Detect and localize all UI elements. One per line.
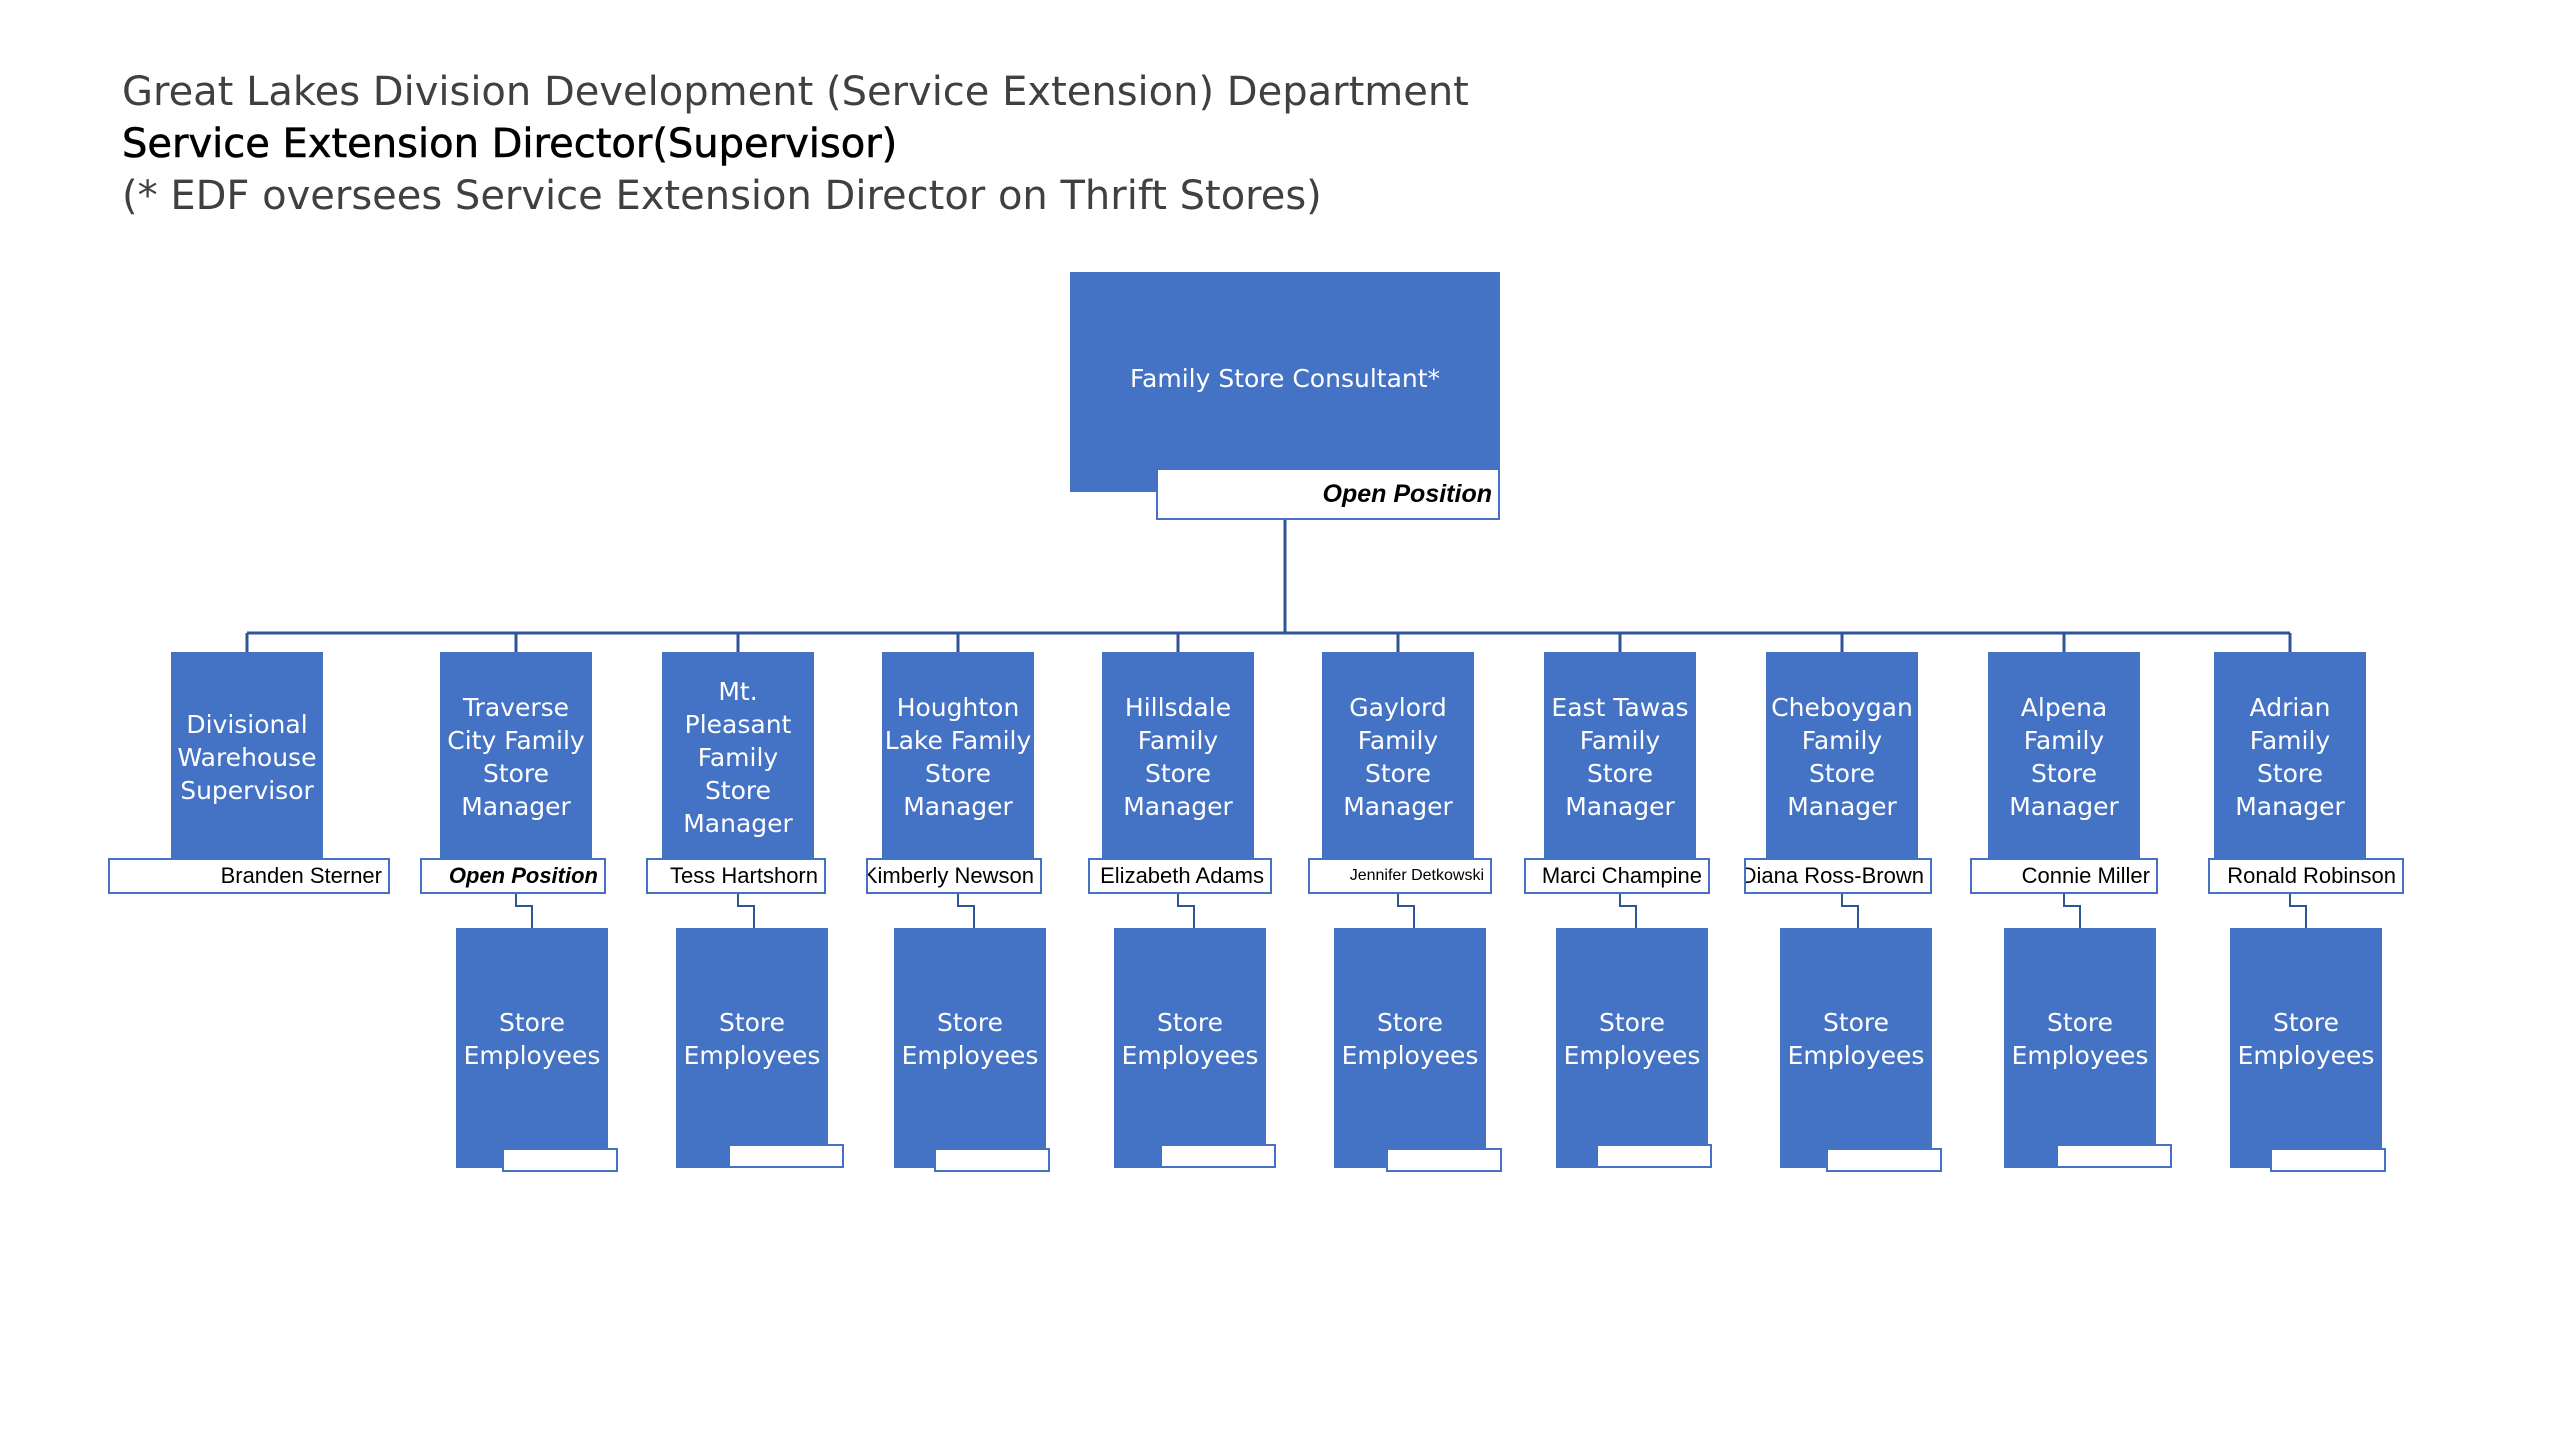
manager-title: Mt. Pleasant Family Store Manager bbox=[683, 676, 793, 838]
employee-connector bbox=[1841, 894, 1859, 928]
family-store-consultant-name: Open Position bbox=[1322, 479, 1492, 508]
manager-name: Elizabeth Adams bbox=[1100, 863, 1264, 888]
manager-name: Connie Miller bbox=[2021, 863, 2150, 888]
store-employees-nametag bbox=[1160, 1144, 1276, 1168]
manager-box: Traverse City Family Store Manager bbox=[440, 652, 592, 862]
store-employees-label: Store Employees bbox=[683, 1008, 821, 1070]
manager-nametag: Open Position bbox=[420, 858, 606, 894]
manager-box: East Tawas Family Store Manager bbox=[1544, 652, 1696, 862]
manager-box: Cheboygan Family Store Manager bbox=[1766, 652, 1918, 862]
employee-connector bbox=[957, 894, 975, 928]
store-employees-label: Store Employees bbox=[1121, 1008, 1259, 1070]
manager-nametag: Diana Ross-Brown bbox=[1744, 858, 1932, 894]
store-employees-box: Store Employees bbox=[894, 928, 1046, 1168]
manager-title: Hillsdale Family Store Manager bbox=[1123, 693, 1233, 821]
store-employees-label: Store Employees bbox=[463, 1008, 601, 1070]
employee-connector bbox=[515, 894, 533, 928]
manager-nametag: Ronald Robinson bbox=[2208, 858, 2404, 894]
manager-box: Alpena Family Store Manager bbox=[1988, 652, 2140, 862]
manager-name: Branden Sterner bbox=[220, 863, 382, 888]
manager-name: Ronald Robinson bbox=[2227, 863, 2396, 888]
manager-title: Traverse City Family Store Manager bbox=[447, 693, 585, 821]
manager-box: Gaylord Family Store Manager bbox=[1322, 652, 1474, 862]
employee-connector bbox=[1397, 894, 1415, 928]
store-employees-box: Store Employees bbox=[2004, 928, 2156, 1168]
manager-nametag: Elizabeth Adams bbox=[1088, 858, 1272, 894]
store-employees-label: Store Employees bbox=[1563, 1008, 1701, 1070]
manager-name: Marci Champine bbox=[1541, 863, 1702, 888]
director-title: Service Extension Director(Supervisor) bbox=[122, 121, 898, 168]
manager-name: Jennifer Detkowski bbox=[1349, 867, 1484, 884]
manager-name: Tess Hartshorn bbox=[670, 863, 818, 888]
store-employees-nametag bbox=[2056, 1144, 2172, 1168]
manager-box: Adrian Family Store Manager bbox=[2214, 652, 2366, 862]
manager-title: Cheboygan Family Store Manager bbox=[1771, 693, 1913, 821]
store-employees-label: Store Employees bbox=[1341, 1008, 1479, 1070]
store-employees-label: Store Employees bbox=[1787, 1008, 1925, 1070]
manager-title: Houghton Lake Family Store Manager bbox=[884, 693, 1032, 821]
store-employees-nametag bbox=[1826, 1148, 1942, 1172]
manager-nametag: Marci Champine bbox=[1524, 858, 1710, 894]
employee-connector bbox=[737, 894, 755, 928]
manager-nametag: Connie Miller bbox=[1970, 858, 2158, 894]
store-employees-box: Store Employees bbox=[1334, 928, 1486, 1168]
store-employees-box: Store Employees bbox=[1780, 928, 1932, 1168]
family-store-consultant-nametag: Open Position bbox=[1156, 468, 1500, 520]
manager-name: Diana Ross-Brown bbox=[1744, 863, 1924, 888]
manager-box: Hillsdale Family Store Manager bbox=[1102, 652, 1254, 862]
employee-connector bbox=[1177, 894, 1195, 928]
store-employees-nametag bbox=[728, 1144, 844, 1168]
store-employees-box: Store Employees bbox=[456, 928, 608, 1168]
manager-title: Adrian Family Store Manager bbox=[2235, 693, 2345, 821]
employee-connector bbox=[1619, 894, 1637, 928]
manager-nametag: Jennifer Detkowski bbox=[1308, 858, 1492, 894]
manager-name: Kimberly Newson bbox=[866, 863, 1034, 888]
family-store-consultant-box: Family Store Consultant* bbox=[1070, 272, 1500, 492]
manager-nametag: Branden Sterner bbox=[108, 858, 390, 894]
manager-box: Divisional Warehouse Supervisor bbox=[171, 652, 323, 862]
manager-nametag: Kimberly Newson bbox=[866, 858, 1042, 894]
store-employees-nametag bbox=[934, 1148, 1050, 1172]
store-employees-label: Store Employees bbox=[901, 1008, 1039, 1070]
store-employees-box: Store Employees bbox=[1114, 928, 1266, 1168]
store-employees-box: Store Employees bbox=[1556, 928, 1708, 1168]
employee-connector bbox=[2063, 894, 2081, 928]
store-employees-nametag bbox=[1386, 1148, 1502, 1172]
manager-nametag: Tess Hartshorn bbox=[646, 858, 826, 894]
oversight-note: (* EDF oversees Service Extension Direct… bbox=[122, 173, 1322, 219]
department-title: Great Lakes Division Development (Servic… bbox=[122, 69, 1469, 115]
store-employees-box: Store Employees bbox=[676, 928, 828, 1168]
store-employees-label: Store Employees bbox=[2011, 1008, 2149, 1070]
family-store-consultant-label: Family Store Consultant* bbox=[1129, 363, 1441, 393]
manager-title: Alpena Family Store Manager bbox=[2009, 693, 2119, 821]
store-employees-nametag bbox=[2270, 1148, 2386, 1172]
manager-box: Mt. Pleasant Family Store Manager bbox=[662, 652, 814, 862]
header: Great Lakes Division Development (Servic… bbox=[122, 66, 1469, 222]
manager-title: East Tawas Family Store Manager bbox=[1551, 693, 1689, 821]
store-employees-box: Store Employees bbox=[2230, 928, 2382, 1168]
employee-connector bbox=[2289, 894, 2307, 928]
manager-name: Open Position bbox=[448, 863, 598, 888]
store-employees-label: Store Employees bbox=[2237, 1008, 2375, 1070]
store-employees-nametag bbox=[502, 1148, 618, 1172]
manager-title: Gaylord Family Store Manager bbox=[1343, 693, 1453, 821]
manager-title: Divisional Warehouse Supervisor bbox=[177, 709, 317, 805]
store-employees-nametag bbox=[1596, 1144, 1712, 1168]
manager-box: Houghton Lake Family Store Manager bbox=[882, 652, 1034, 862]
